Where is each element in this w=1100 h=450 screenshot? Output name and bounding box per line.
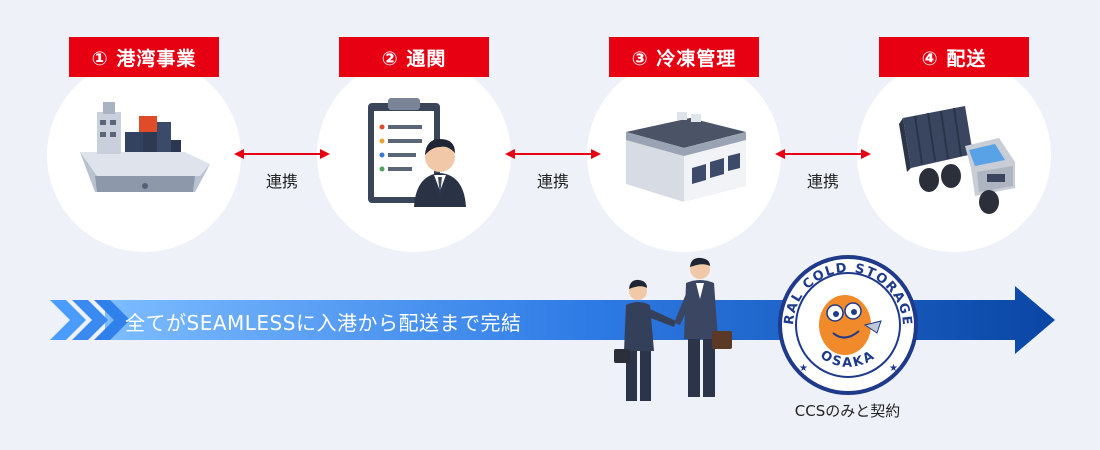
banner-text: 全てがSEAMLESSに入港から配送まで完結 [125, 310, 522, 335]
step-label-customs: ② 通関 [339, 37, 489, 77]
connector-customs-storage: 連携 [503, 146, 603, 216]
svg-text:OSAKA: OSAKA [818, 348, 879, 371]
connector-label: 連携 [536, 172, 569, 191]
connector-label: 連携 [265, 172, 298, 191]
step-label-cold-storage: ③ 冷凍管理 [609, 37, 759, 77]
svg-text:★: ★ [799, 363, 808, 374]
handshake-businessmen-icon [608, 255, 738, 419]
step-label-delivery: ④ 配送 [879, 37, 1029, 77]
delivery-truck-icon [895, 98, 1025, 222]
step-label-port: ① 港湾事業 [69, 37, 219, 77]
connector-port-customs: 連携 [232, 146, 332, 216]
connector-storage-delivery: 連携 [773, 146, 873, 216]
connector-label: 連携 [806, 172, 839, 191]
customs-clipboard-icon [362, 95, 472, 219]
svg-text:★: ★ [889, 363, 898, 374]
cold-storage-warehouse-icon [622, 98, 752, 212]
ccs-company-seal: CENTRAL COLD STORAGE LTD. OSAKA ★ ★ [767, 244, 923, 399]
seal-bottom-text: OSAKA [818, 348, 877, 371]
seal-caption: CCSのみと契約 [794, 402, 901, 420]
container-ship-icon [75, 92, 215, 206]
